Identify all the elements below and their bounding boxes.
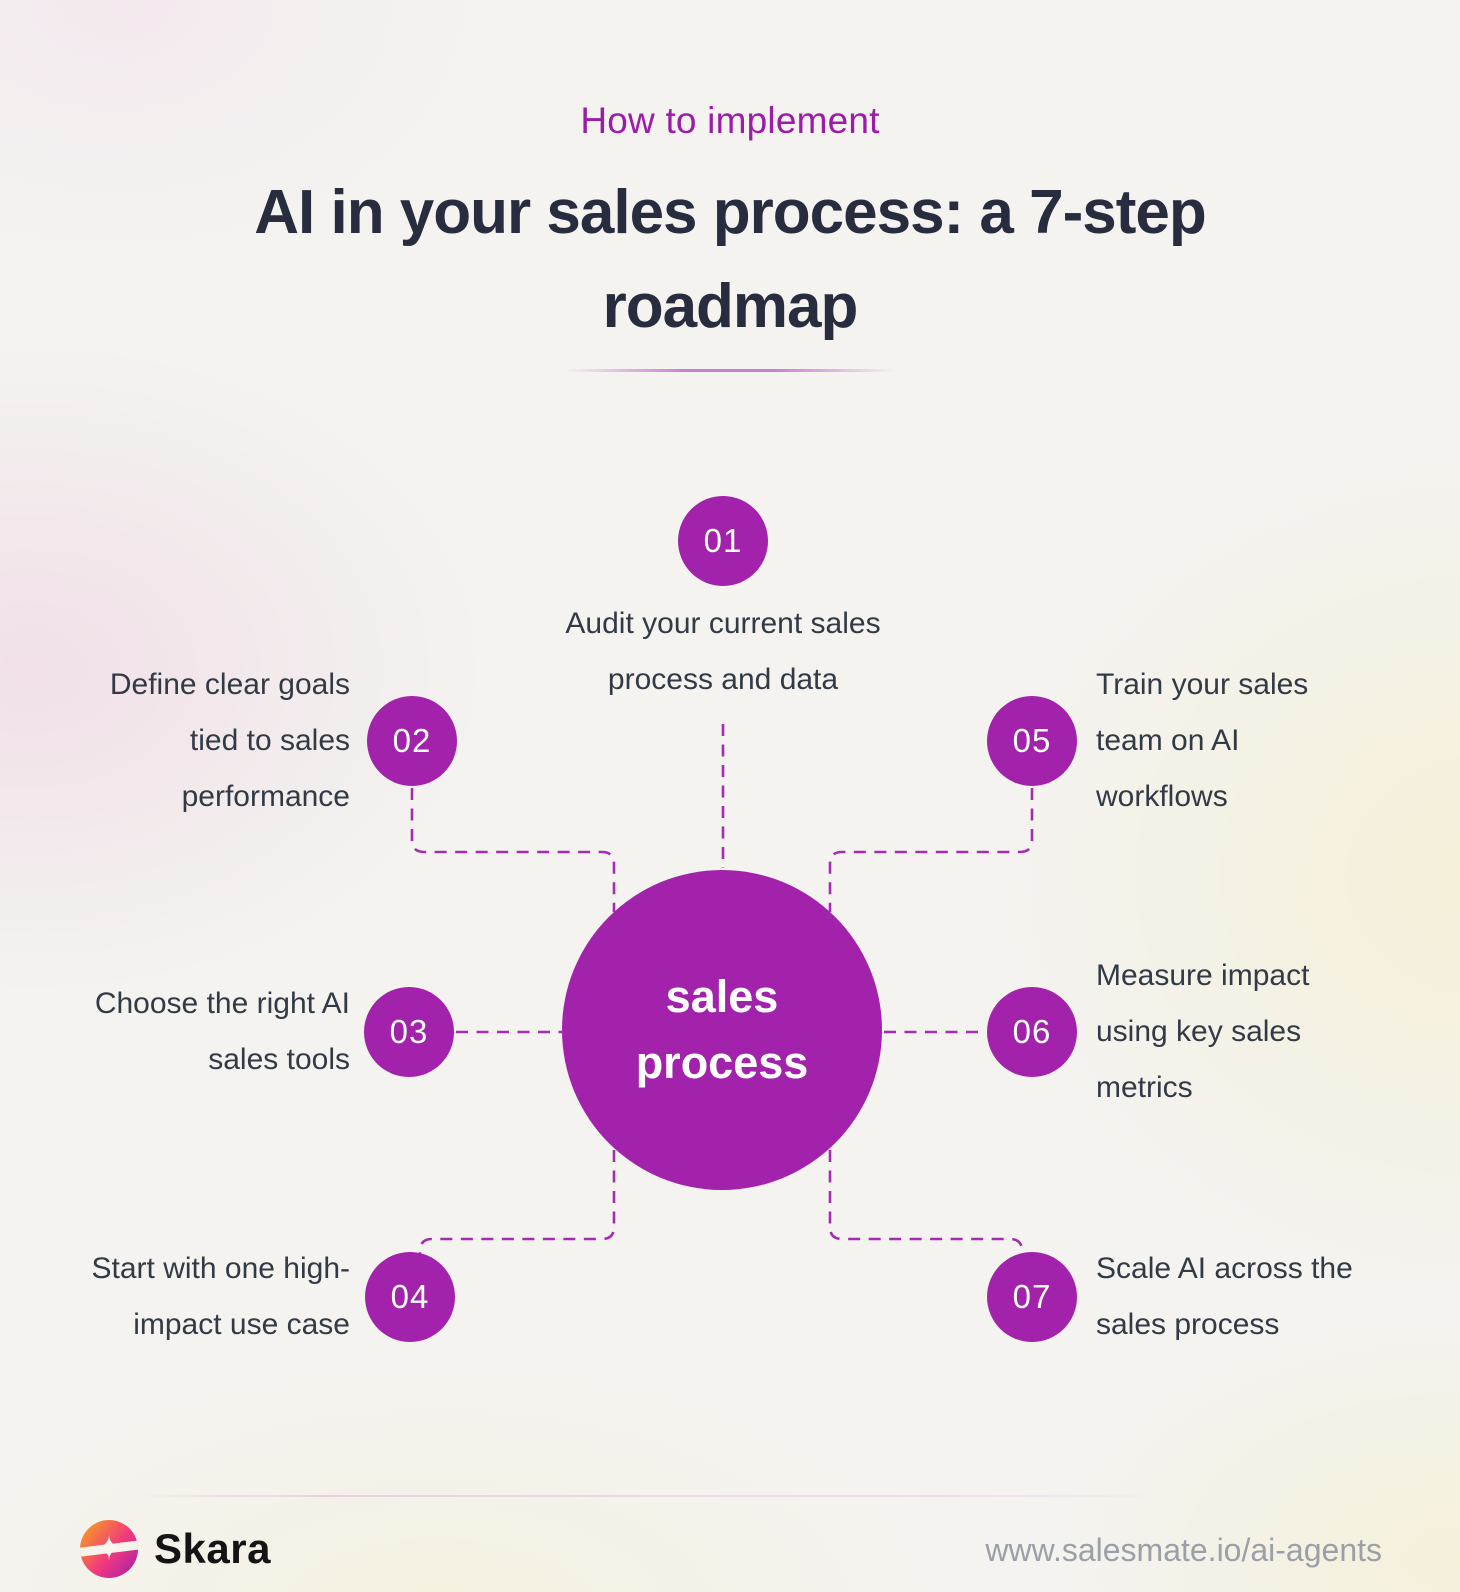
- brand-name: Skara: [154, 1525, 271, 1572]
- step-number-06: 06: [1012, 1013, 1052, 1050]
- sparkle-star-icon: ✦: [94, 1530, 124, 1568]
- step-circle-03: 03: [364, 987, 454, 1077]
- brand-logo: ✦ Skara: [80, 1520, 271, 1578]
- connector-step-02: [410, 788, 616, 912]
- step-label-06: Measure impact using key sales metrics: [1096, 959, 1310, 1104]
- step-label-02: Define clear goals tied to sales perform…: [109, 668, 350, 813]
- step-number-01: 01: [703, 522, 743, 559]
- hub-label: sales process: [635, 971, 809, 1088]
- connector-step-05: [828, 788, 1034, 912]
- step-circle-02: 02: [367, 696, 457, 786]
- step-label-07: Scale AI across the sales process: [1096, 1252, 1353, 1341]
- step-circle-04: 04: [365, 1252, 455, 1342]
- connector-step-04: [418, 1150, 616, 1262]
- hub-circle: sales process: [562, 870, 882, 1190]
- step-number-03: 03: [389, 1013, 429, 1050]
- step-number-02: 02: [392, 722, 432, 759]
- eyebrow-text: How to implement: [580, 100, 880, 141]
- step-number-07: 07: [1012, 1278, 1052, 1315]
- step-circle-05: 05: [987, 696, 1077, 786]
- step-label-05: Train your sales team on AI workflows: [1096, 668, 1309, 813]
- footer-divider: [130, 1495, 1190, 1497]
- step-label-04: Start with one high- impact use case: [91, 1252, 350, 1341]
- title-divider: [565, 369, 895, 372]
- skara-logo-icon: ✦: [80, 1520, 138, 1578]
- connector-step-07: [828, 1150, 1024, 1262]
- step-label-01: Audit your current sales process and dat…: [565, 607, 881, 696]
- step-circle-07: 07: [987, 1252, 1077, 1342]
- page-title: AI in your sales process: a 7-step roadm…: [254, 178, 1207, 341]
- step-circle-06: 06: [987, 987, 1077, 1077]
- step-label-03: Choose the right AI sales tools: [94, 987, 350, 1076]
- footer-url: www.salesmate.io/ai-agents: [985, 1532, 1382, 1568]
- step-number-04: 04: [390, 1278, 430, 1315]
- step-circle-01: 01: [678, 496, 768, 586]
- step-number-05: 05: [1012, 722, 1052, 759]
